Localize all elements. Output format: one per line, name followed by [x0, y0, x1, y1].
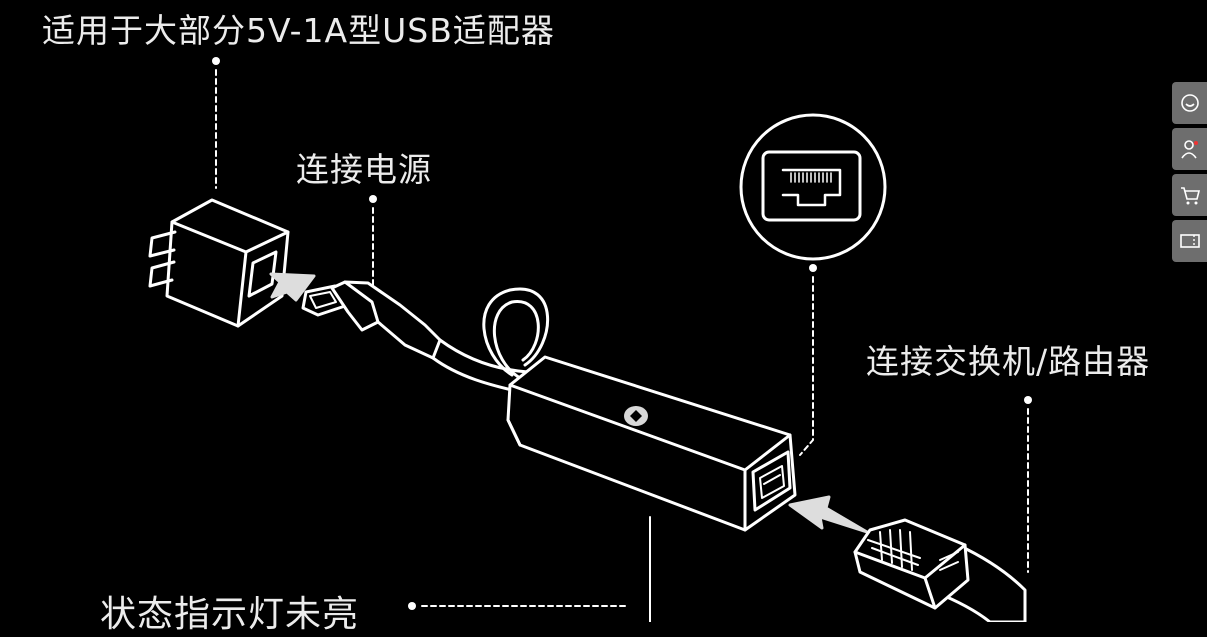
arrow-to-dongle: [788, 495, 869, 534]
user-button[interactable]: [1172, 128, 1207, 170]
coupon-icon: [1179, 234, 1200, 248]
connection-diagram: [148, 57, 1032, 622]
ethernet-dongle: [506, 355, 797, 532]
cart-icon: [1180, 187, 1200, 205]
cart-button[interactable]: [1172, 174, 1207, 216]
adapter-label: 适用于大部分5V-1A型USB适配器: [42, 11, 555, 50]
usb-plug: [301, 280, 550, 392]
chat-button[interactable]: [1172, 82, 1207, 124]
dongle-logo-icon: [624, 406, 648, 426]
power-leader-dot: [369, 195, 377, 203]
adapter-leader-dot: [212, 57, 220, 65]
port-leader-dot: [809, 264, 817, 272]
floating-sidebar: [1172, 82, 1207, 266]
switch-label: 连接交换机/路由器: [866, 342, 1151, 381]
usb-adapter: [148, 198, 290, 328]
status-leader-dot: [408, 602, 416, 610]
arrow-to-adapter: [269, 272, 316, 302]
coupon-button[interactable]: [1172, 220, 1207, 262]
port-leader-line: [799, 276, 814, 456]
chat-icon: [1180, 94, 1199, 112]
switch-leader-dot: [1024, 396, 1032, 404]
power-label: 连接电源: [296, 150, 432, 189]
user-icon: [1180, 140, 1198, 159]
rj45-plug: [853, 518, 1027, 622]
port-zoom: [739, 113, 887, 261]
